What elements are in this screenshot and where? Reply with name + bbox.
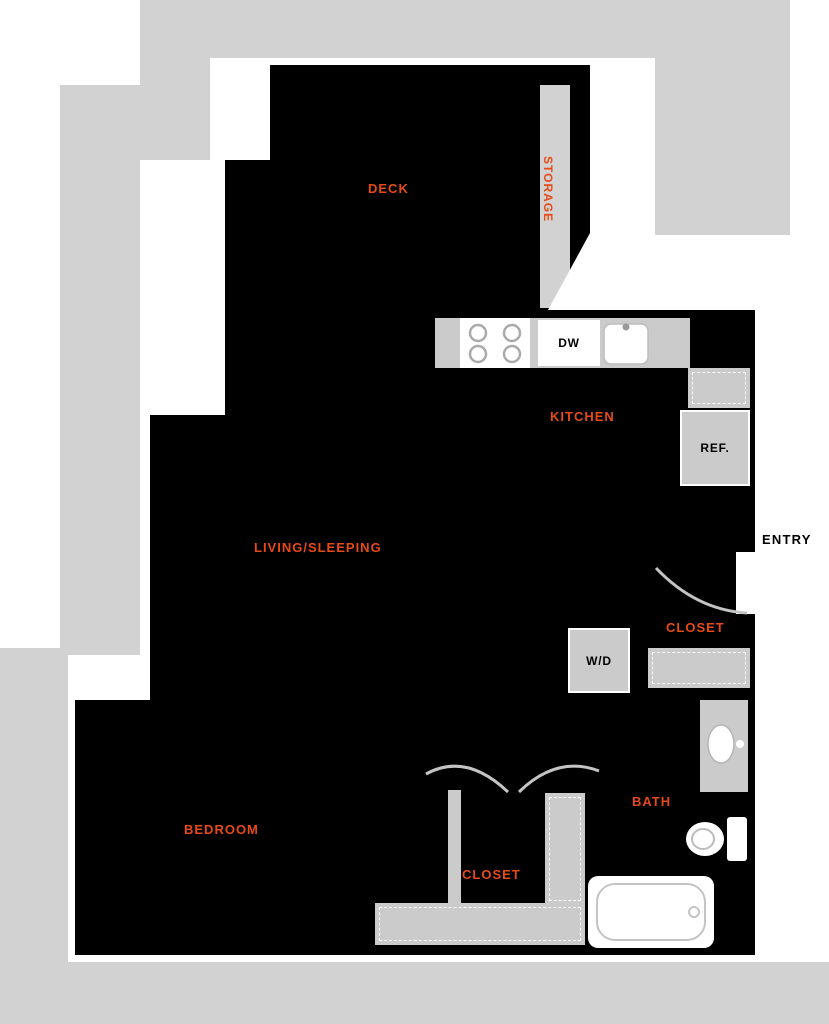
entry-closet-dashed-outline (652, 652, 746, 684)
entry-door-opening (736, 552, 755, 614)
building-mass-top-left-step (140, 58, 210, 160)
room-label-storage: STORAGE (541, 156, 555, 223)
refrigerator-label: REF. (700, 441, 730, 455)
entry-closet-shelf (648, 648, 750, 688)
dishwasher-fixture: DW (538, 320, 600, 366)
room-label-kitchen: KITCHEN (550, 409, 615, 424)
building-mass-top (140, 0, 655, 58)
room-label-closet-bedroom: CLOSET (462, 867, 521, 882)
room-label-closet-entry: CLOSET (666, 620, 725, 635)
closet-wall-stub (448, 790, 461, 908)
room-label-living-sleeping: LIVING/SLEEPING (254, 540, 382, 555)
dishwasher-label: DW (558, 336, 580, 350)
washer-dryer-label: W/D (586, 653, 612, 668)
building-mass-top-right (655, 0, 790, 235)
building-mass-left (60, 85, 140, 655)
refrigerator-fixture: REF. (680, 410, 750, 486)
closet-bottom-shelf (375, 903, 585, 945)
bath-vanity-fixture (700, 700, 748, 792)
closet-side-shelf (545, 793, 585, 905)
closet-bottom-dashed-outline (379, 907, 581, 941)
range-fixture (460, 318, 530, 368)
room-label-bedroom: BEDROOM (184, 822, 259, 837)
building-mass-bottom (0, 962, 829, 1024)
room-label-bath: BATH (632, 794, 672, 809)
closet-side-dashed-outline (549, 797, 581, 901)
upper-cabinet (688, 368, 750, 408)
entry-label: ENTRY (762, 532, 812, 547)
room-label-deck: DECK (368, 181, 409, 196)
cabinet-dashed-outline (692, 372, 746, 404)
washer-dryer-fixture: W/D (568, 628, 630, 693)
building-mass-bottom-left (0, 648, 68, 1024)
